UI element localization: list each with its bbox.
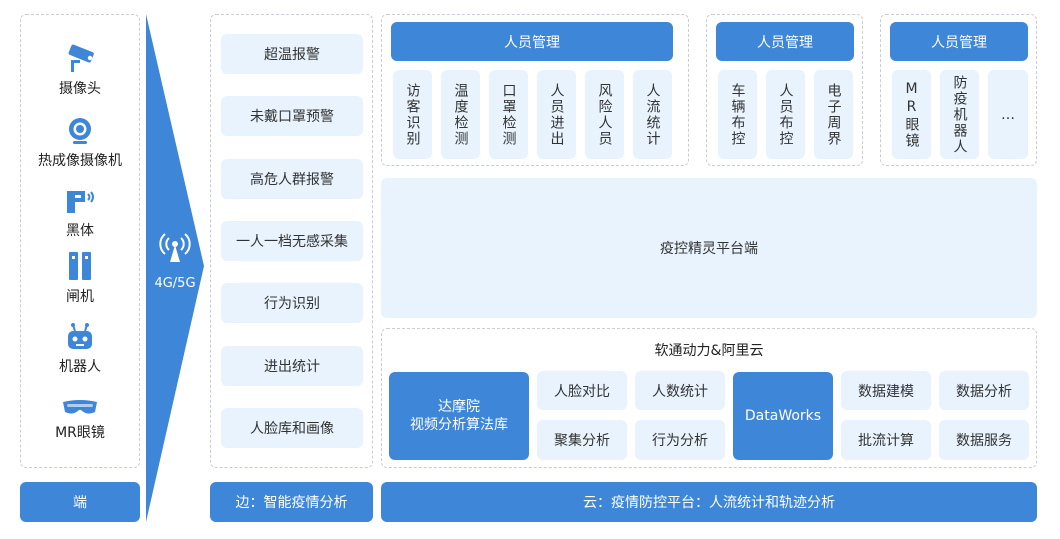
robot-icon — [68, 323, 92, 349]
device-label: 热成像摄像机 — [38, 153, 122, 169]
group-cell-label: 温度检测 — [452, 82, 469, 147]
edge-item: 一人一档无感采集 — [221, 220, 363, 261]
cloud-panel — [381, 328, 1037, 468]
device-label: 黑体 — [66, 223, 94, 239]
cloud-cell-people-count: 人数统计 — [635, 371, 725, 410]
algo-line-2: 视频分析算法库 — [410, 417, 508, 433]
group-cell-label: … — [1001, 106, 1015, 123]
algo-line-1: 达摩院 — [438, 399, 480, 415]
network-arrow — [146, 14, 204, 522]
device-label: 摄像头 — [59, 81, 101, 97]
group-cell-label: 车辆布控 — [729, 82, 746, 147]
group-cell-label: 防疫机器人 — [951, 74, 968, 155]
device-robot: 机器人 — [21, 322, 139, 376]
gate-icon — [69, 252, 91, 280]
group-cell: 温度检测 — [441, 70, 480, 159]
platform-box: 疫控精灵平台端 — [381, 178, 1037, 318]
footer-cloud: 云：疫情防控平台：人流统计和轨迹分析 — [381, 482, 1037, 522]
cloud-cell-face-compare: 人脸对比 — [537, 371, 627, 410]
device-label: 机器人 — [59, 359, 101, 375]
device-thermal-camera: 热成像摄像机 — [21, 116, 139, 170]
camera-icon — [68, 44, 94, 72]
group-title-2: 人员管理 — [716, 22, 854, 61]
group-cell: 防疫机器人 — [940, 70, 979, 159]
thermal-camera-icon — [69, 118, 91, 144]
edge-item: 高危人群报警 — [221, 158, 363, 199]
footer-edge: 边：智能疫情分析 — [210, 482, 373, 522]
group-cell-label: 电子周界 — [825, 82, 842, 147]
cloud-cell-behavior-analysis: 行为分析 — [635, 420, 725, 460]
device-camera: 摄像头 — [21, 44, 139, 98]
device-gate: 闸机 — [21, 250, 139, 306]
group-cell: 电子周界 — [814, 70, 853, 159]
group-cell: MR眼镜 — [892, 70, 931, 159]
algo-library-box: 达摩院 视频分析算法库 — [389, 372, 529, 460]
dataworks-box: DataWorks — [733, 372, 833, 460]
group-panel-1 — [381, 14, 689, 166]
group-cell: 口罩检测 — [489, 70, 528, 159]
device-label: MR眼镜 — [55, 425, 105, 441]
group-title-1: 人员管理 — [391, 22, 673, 61]
group-cell: … — [988, 70, 1028, 159]
cloud-cell-data-analysis: 数据分析 — [939, 371, 1029, 410]
network-label: 4G/5G — [154, 276, 196, 291]
devices-panel — [20, 14, 140, 468]
group-cell-label: 人流统计 — [644, 82, 661, 147]
mr-glasses-icon — [63, 400, 97, 414]
cloud-title: 软通动力&阿里云 — [654, 343, 764, 359]
footer-end: 端 — [20, 482, 140, 522]
group-cell: 人员进出 — [537, 70, 576, 159]
cloud-cell-data-modeling: 数据建模 — [841, 371, 931, 410]
cloud-cell-stream-compute: 批流计算 — [841, 420, 931, 460]
edge-item: 未戴口罩预警 — [221, 96, 363, 137]
group-cell-label: 人员布控 — [777, 82, 794, 147]
group-cell: 访客识别 — [393, 70, 432, 159]
edge-item: 行为识别 — [221, 283, 363, 324]
group-title-3: 人员管理 — [890, 22, 1028, 61]
blackbody-icon — [67, 191, 94, 213]
group-cell-label: 口罩检测 — [500, 82, 517, 147]
group-cell: 车辆布控 — [718, 70, 757, 159]
group-cell-label: 风险人员 — [596, 82, 613, 147]
edge-item: 人脸库和画像 — [221, 407, 363, 448]
group-cell: 人员布控 — [766, 70, 805, 159]
group-cell-label: 人员进出 — [548, 82, 565, 147]
edge-item: 进出统计 — [221, 345, 363, 386]
device-label: 闸机 — [66, 289, 94, 305]
group-cell-label: MR眼镜 — [903, 80, 920, 149]
edge-item: 超温报警 — [221, 34, 363, 74]
group-panel-3 — [880, 14, 1037, 166]
device-mr-glasses: MR眼镜 — [21, 396, 139, 442]
cloud-cell-crowd-analysis: 聚集分析 — [537, 420, 627, 460]
group-cell: 人流统计 — [633, 70, 672, 159]
group-cell: 风险人员 — [585, 70, 624, 159]
antenna-icon — [159, 233, 191, 262]
group-cell-label: 访客识别 — [404, 82, 421, 147]
edge-panel — [210, 14, 373, 468]
cloud-cell-data-service: 数据服务 — [939, 420, 1029, 460]
device-blackbody: 黑体 — [21, 188, 139, 240]
group-panel-2 — [706, 14, 863, 166]
